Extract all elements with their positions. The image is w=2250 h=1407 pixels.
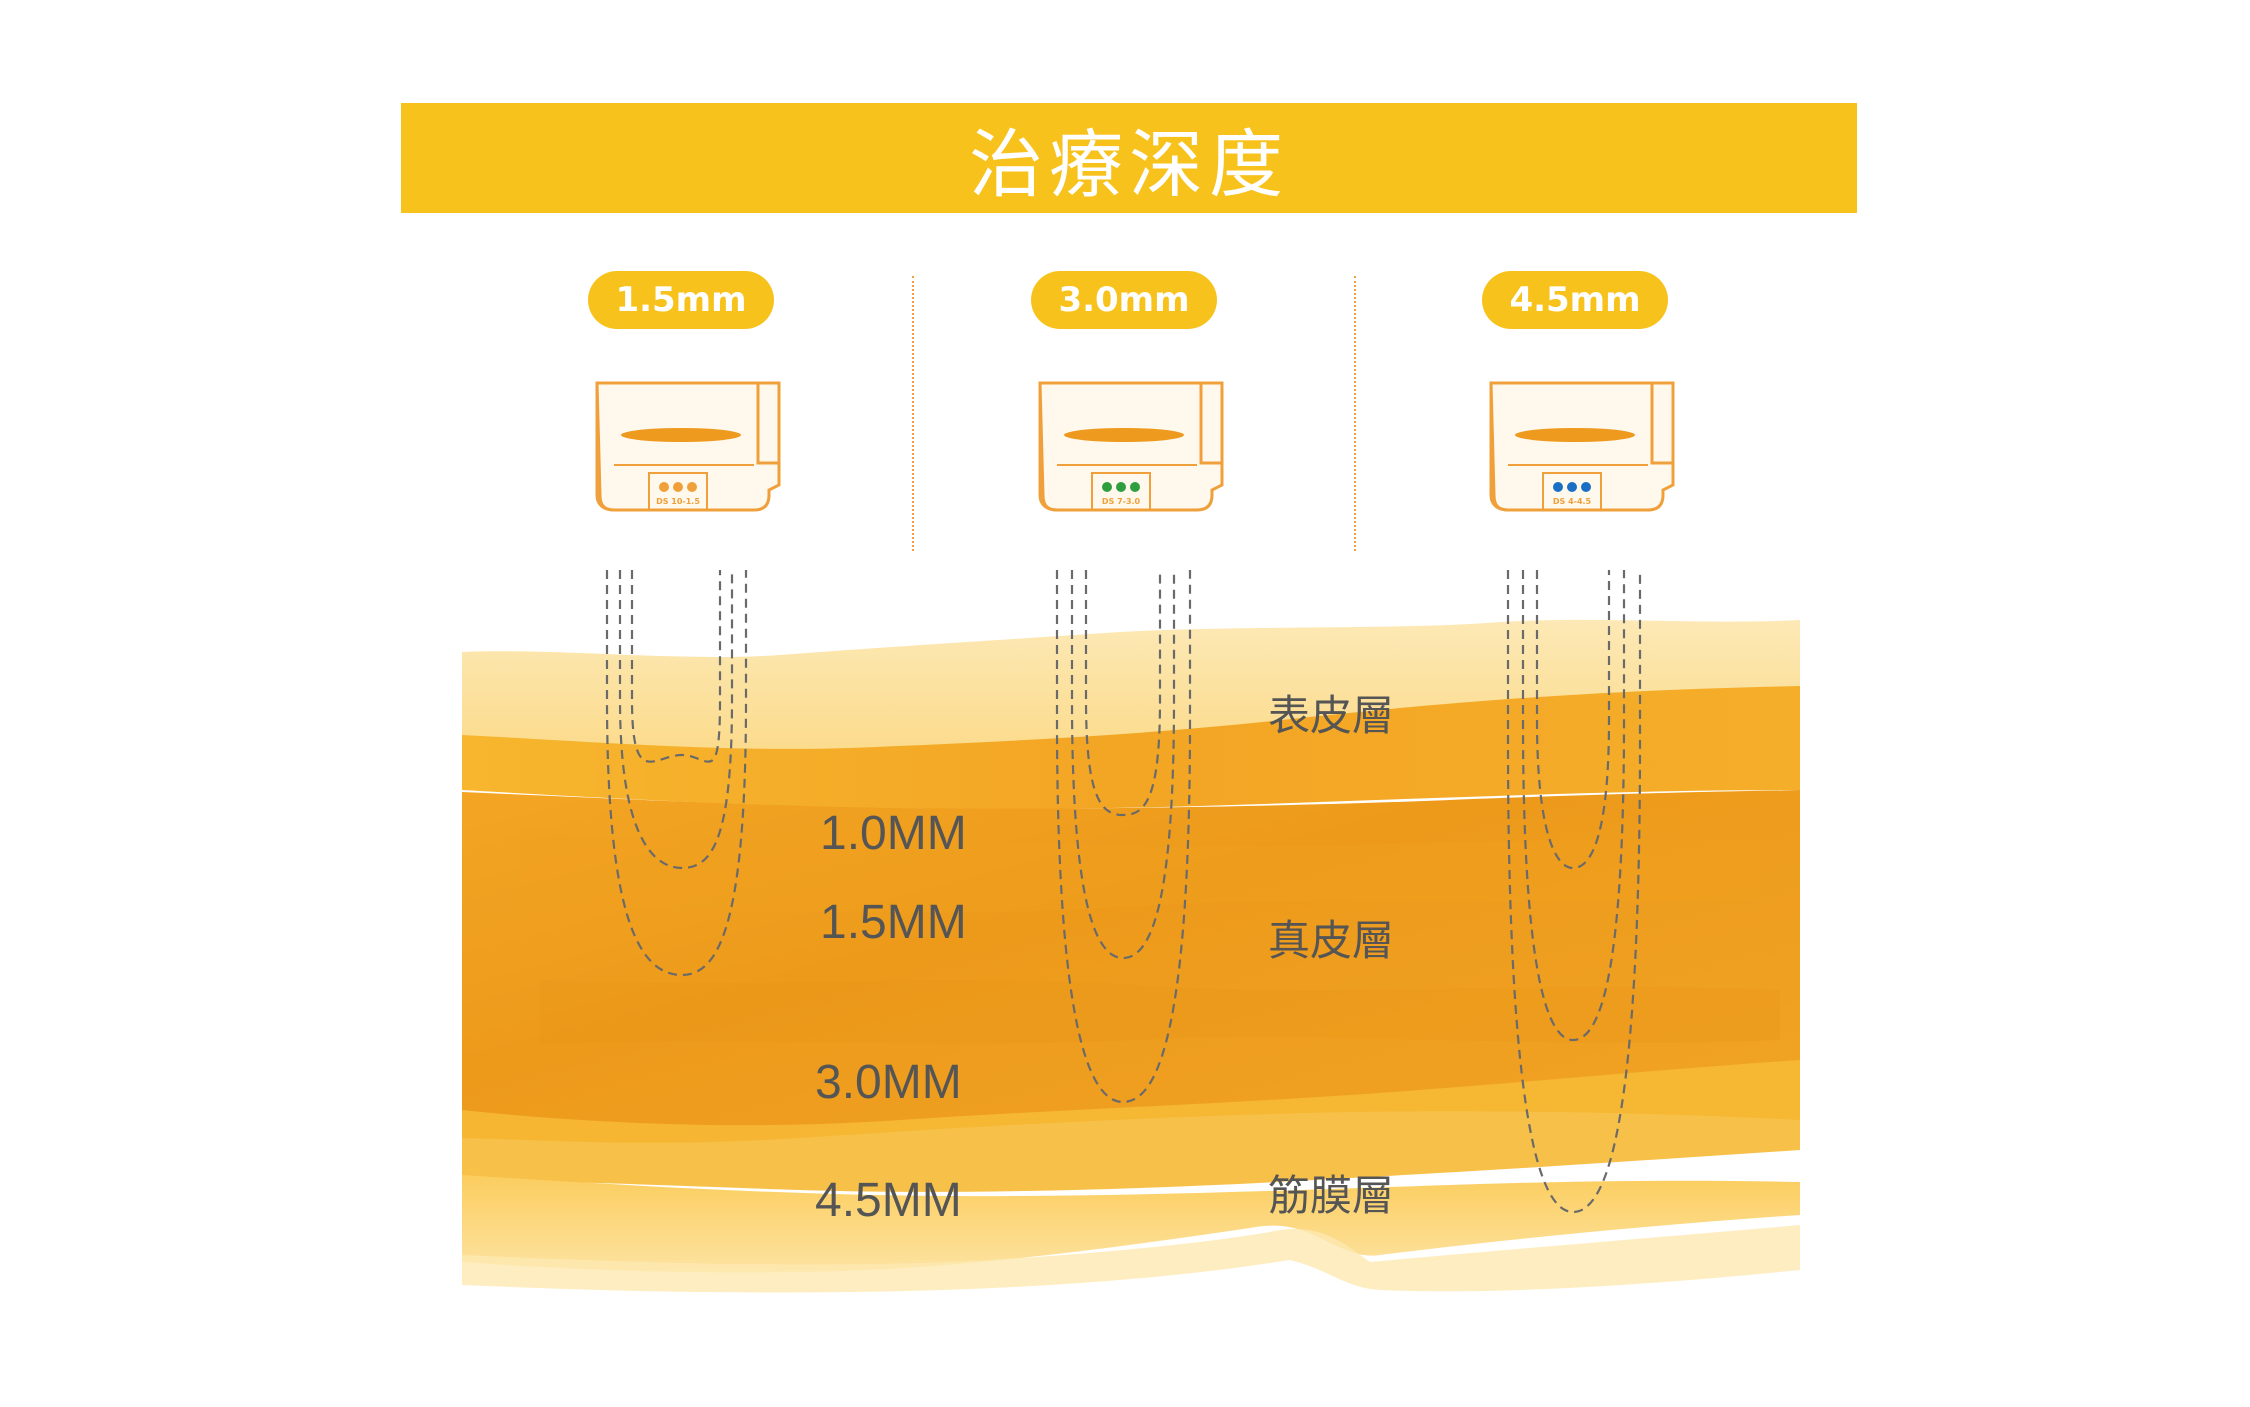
cartridge-1: DS 10-1.5	[595, 381, 781, 512]
cartridge-2: DS 7-3.0	[1038, 381, 1224, 512]
indicator-dot	[1116, 482, 1126, 492]
page-title: 治療深度	[969, 121, 1289, 208]
cartridge-code: DS 10-1.5	[656, 497, 700, 506]
dermis-wash	[462, 790, 1800, 1143]
title-banner: 治療深度	[401, 103, 1857, 213]
indicator-dot	[1553, 482, 1563, 492]
indicator-dot	[673, 482, 683, 492]
column-divider	[1354, 276, 1356, 551]
epidermis-band	[462, 686, 1800, 809]
layer-label-epidermis: 表皮層	[1268, 691, 1394, 740]
depth-mark-1-5: 1.5MM	[820, 896, 967, 949]
depth-pill-2: 3.0mm	[1031, 271, 1217, 329]
layer-label-fascia: 筋膜層	[1268, 1171, 1394, 1220]
cartridge-3: DS 4-4.5	[1489, 381, 1675, 512]
indicator-dot	[659, 482, 669, 492]
fascia-edge	[462, 1225, 1800, 1293]
depth-mark-3-0: 3.0MM	[815, 1056, 962, 1109]
indicator-dot	[1130, 482, 1140, 492]
cartridge-code: DS 4-4.5	[1553, 497, 1592, 506]
indicator-dot	[1567, 482, 1577, 492]
fascia-wash	[462, 1175, 1800, 1273]
dermis-texture	[520, 830, 1760, 913]
depth-mark-1-0: 1.0MM	[820, 807, 967, 860]
penetration-curves-1	[605, 570, 748, 977]
indicator-dot	[687, 482, 697, 492]
layer-label-dermis: 真皮層	[1268, 916, 1394, 965]
column-divider	[912, 276, 914, 551]
indicator-dot	[1102, 482, 1112, 492]
depth-pill-1: 1.5mm	[588, 271, 774, 329]
indicator-dot	[1581, 482, 1591, 492]
dermis-texture	[540, 980, 1780, 1045]
penetration-curves-2	[1055, 570, 1192, 1104]
penetration-curves-3	[1506, 570, 1642, 1214]
cartridge-code: DS 7-3.0	[1102, 497, 1141, 506]
fascia-band	[462, 1060, 1800, 1192]
depth-mark-4-5: 4.5MM	[815, 1174, 962, 1227]
depth-pill-3: 4.5mm	[1482, 271, 1668, 329]
